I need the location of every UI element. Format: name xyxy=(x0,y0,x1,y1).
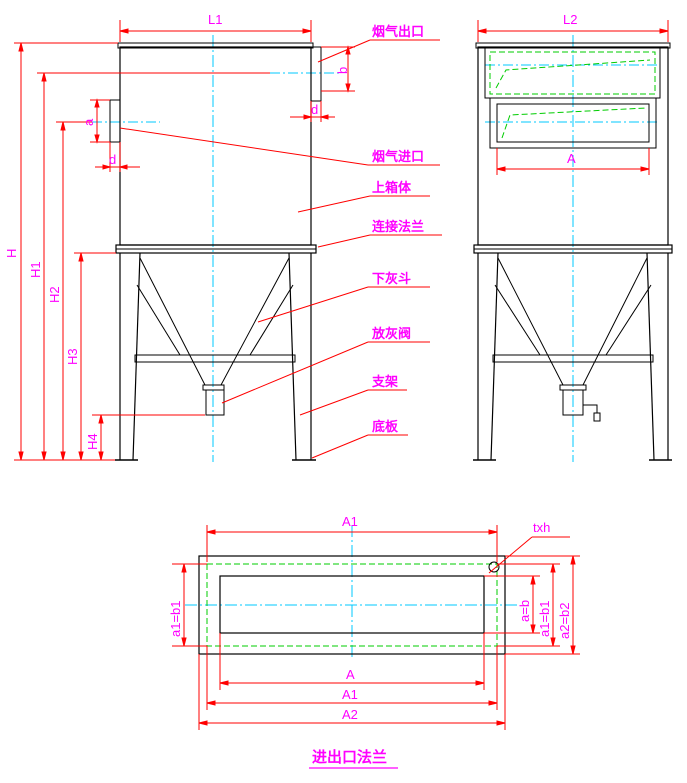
top-plate xyxy=(117,42,314,49)
flange-title: 进出口法兰 xyxy=(312,748,387,766)
dim-L1: L1 xyxy=(208,12,222,27)
dim-A-bottom: A xyxy=(346,667,355,682)
note-lower-hopper: 下灰斗 xyxy=(372,271,411,287)
flange-bolt-line xyxy=(206,563,498,647)
dim-L2: L2 xyxy=(563,12,577,27)
side-view xyxy=(473,35,673,462)
dim-A1-top: A1 xyxy=(342,514,358,529)
dim-a1b1-right: a1=b1 xyxy=(537,600,552,637)
dim-a2b2: a2=b2 xyxy=(557,602,572,639)
dim-A-side: A xyxy=(567,151,576,166)
front-dimensions xyxy=(14,20,355,461)
flange-dimensions xyxy=(172,525,580,730)
note-inlet: 烟气进口 xyxy=(372,149,424,165)
dim-A1-bottom: A1 xyxy=(342,687,358,702)
flange-view xyxy=(185,525,520,660)
dim-H: H xyxy=(4,249,19,258)
note-outlet: 烟气出口 xyxy=(372,24,424,40)
cross-beam xyxy=(134,354,296,363)
flange-inner xyxy=(219,575,485,634)
dim-a: a xyxy=(81,118,96,126)
note-upper-box: 上箱体 xyxy=(372,180,412,196)
dim-ab: a=b xyxy=(517,600,532,622)
ash-valve xyxy=(205,389,225,416)
note-connect-flange: 连接法兰 xyxy=(372,219,424,235)
upper-box xyxy=(119,46,312,246)
bolt-hole xyxy=(488,561,500,573)
dim-b: b xyxy=(335,67,350,74)
lower-hopper xyxy=(139,257,290,386)
dim-d-inlet: d xyxy=(109,152,116,167)
dim-H1: H1 xyxy=(28,261,43,278)
flange-outer xyxy=(198,555,506,655)
dim-H4: H4 xyxy=(85,433,100,450)
dim-H3: H3 xyxy=(65,348,80,365)
outlet-stub xyxy=(310,46,322,102)
front-view xyxy=(92,35,340,462)
dim-A2-bottom: A2 xyxy=(342,707,358,722)
dim-d-outlet: d xyxy=(311,102,318,117)
note-ash-valve: 放灰阀 xyxy=(371,326,411,342)
inlet-stub xyxy=(109,99,121,143)
note-support: 支架 xyxy=(371,374,398,390)
dim-a1b1-left: a1=b1 xyxy=(168,600,183,637)
note-base-plate: 底板 xyxy=(372,419,399,435)
side-dimensions xyxy=(477,20,669,175)
leader-lines xyxy=(119,39,442,459)
dim-txh: txh xyxy=(533,520,550,535)
dim-H2: H2 xyxy=(47,286,62,303)
